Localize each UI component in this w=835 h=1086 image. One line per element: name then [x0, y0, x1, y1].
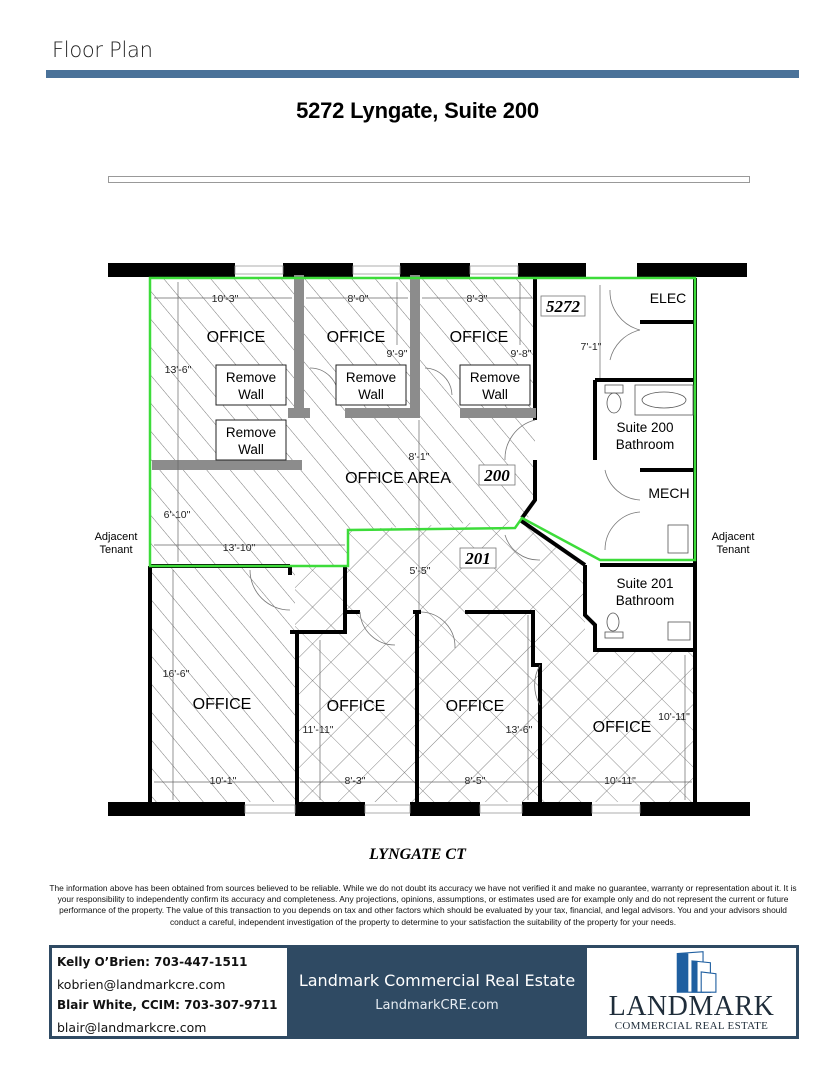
svg-text:Remove: Remove [470, 370, 520, 385]
building-logo-icon [676, 951, 716, 993]
company-panel: Landmark Commercial Real Estate Landmark… [289, 948, 585, 1036]
svg-text:10'-11": 10'-11" [658, 711, 690, 723]
svg-text:Wall: Wall [238, 442, 264, 457]
landmark-logo: LANDMARK COMMERCIAL REAL ESTATE [585, 948, 796, 1036]
contact-1-email[interactable]: kobrien@landmarkcre.com [57, 976, 226, 992]
exterior-wall-bottom [108, 802, 750, 816]
svg-text:8'-5": 8'-5" [465, 775, 486, 787]
svg-text:8'-3": 8'-3" [345, 775, 366, 787]
logo-subtitle: COMMERCIAL REAL ESTATE [614, 1020, 769, 1032]
svg-text:OFFICE: OFFICE [593, 719, 652, 736]
svg-text:Adjacent: Adjacent [95, 531, 138, 543]
street-label: LYNGATE CT [369, 846, 466, 863]
svg-text:Tenant: Tenant [716, 544, 749, 556]
exterior-wall-top [108, 263, 747, 277]
svg-text:OFFICE: OFFICE [327, 329, 386, 346]
svg-text:Suite 200: Suite 200 [616, 420, 673, 435]
suite-number-tags: 5272 200 201 [459, 295, 586, 569]
svg-text:Adjacent: Adjacent [712, 531, 755, 543]
company-name: Landmark Commercial Real Estate [298, 971, 576, 990]
svg-text:OFFICE: OFFICE [450, 329, 509, 346]
logo-wordmark: LANDMARK [608, 991, 775, 1022]
svg-text:16'-6": 16'-6" [163, 668, 190, 680]
svg-text:Wall: Wall [358, 387, 384, 402]
floor-plan-drawing: Remove Wall Remove Wall Remove Wall Remo… [95, 263, 755, 816]
svg-text:Tenant: Tenant [99, 544, 132, 556]
svg-text:OFFICE: OFFICE [193, 696, 252, 713]
contact-2-email[interactable]: blair@landmarkcre.com [57, 1019, 207, 1035]
svg-text:Wall: Wall [238, 387, 264, 402]
room-labels: OFFICE OFFICE OFFICE OFFICE AREA ELEC ME… [193, 290, 690, 736]
svg-text:8'-0": 8'-0" [348, 293, 369, 305]
disclaimer-text: The information above has been obtained … [49, 883, 797, 927]
svg-text:Wall: Wall [482, 387, 508, 402]
scale-bar [108, 176, 750, 183]
svg-text:11'-11": 11'-11" [302, 724, 333, 736]
svg-text:Bathroom: Bathroom [616, 593, 675, 608]
svg-text:5'-5": 5'-5" [410, 565, 431, 577]
svg-text:Remove: Remove [346, 370, 396, 385]
svg-text:7'-1": 7'-1" [581, 341, 602, 353]
svg-text:13'-6": 13'-6" [506, 724, 533, 736]
plan-title: 5272 Lyngate, Suite 200 [296, 98, 539, 123]
company-website-link[interactable]: LandmarkCRE.com [375, 998, 499, 1013]
contact-2-name-phone: Blair White, CCIM: 703-307-9711 [57, 998, 278, 1012]
footer-contact-bar: Kelly O’Brien: 703-447-1511 kobrien@land… [49, 945, 799, 1039]
adjacent-tenant-labels: Adjacent Tenant Adjacent Tenant [95, 531, 755, 556]
svg-text:ELEC: ELEC [650, 290, 687, 306]
suite-200-area [150, 278, 535, 566]
svg-text:10'-1": 10'-1" [210, 775, 237, 787]
svg-text:10'-3": 10'-3" [212, 293, 239, 305]
svg-text:OFFICE: OFFICE [207, 329, 266, 346]
svg-text:13'-10": 13'-10" [223, 542, 256, 554]
svg-text:9'-9": 9'-9" [387, 348, 408, 360]
suite-200-outline [148, 276, 697, 568]
svg-text:OFFICE AREA: OFFICE AREA [345, 470, 451, 487]
page-section-title: Floor Plan [52, 38, 153, 62]
svg-text:5272: 5272 [546, 297, 581, 316]
dimension-lines [154, 282, 692, 800]
remove-wall-notes: Remove Wall Remove Wall Remove Wall Remo… [215, 364, 531, 461]
svg-text:Bathroom: Bathroom [616, 437, 675, 452]
walls-to-remove [152, 275, 536, 470]
heading-rule [46, 70, 799, 78]
contact-list: Kelly O’Brien: 703-447-1511 kobrien@land… [52, 948, 289, 1036]
door-swings [249, 289, 641, 706]
svg-text:OFFICE: OFFICE [327, 698, 386, 715]
contact-1-name-phone: Kelly O’Brien: 703-447-1511 [57, 955, 248, 969]
svg-text:Remove: Remove [226, 425, 276, 440]
svg-text:6'-10": 6'-10" [164, 509, 191, 521]
svg-text:MECH: MECH [648, 485, 689, 501]
svg-text:OFFICE: OFFICE [446, 698, 505, 715]
bathroom-fixtures [604, 384, 694, 641]
svg-text:200: 200 [483, 466, 510, 485]
svg-text:9'-8": 9'-8" [511, 348, 532, 360]
svg-text:201: 201 [464, 549, 491, 568]
svg-text:8'-3": 8'-3" [467, 293, 488, 305]
svg-text:Remove: Remove [226, 370, 276, 385]
svg-text:Suite 201: Suite 201 [616, 576, 673, 591]
svg-text:10'-11": 10'-11" [604, 775, 636, 787]
